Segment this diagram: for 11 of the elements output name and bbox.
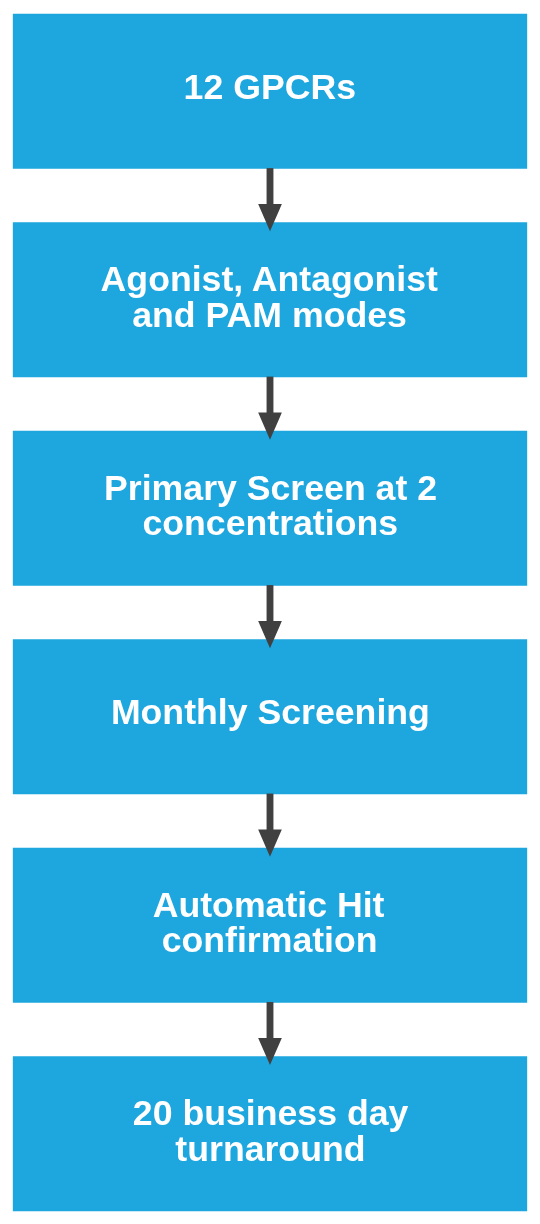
node-box: 20 business day turnaround xyxy=(12,1055,528,1211)
node-box: Monthly Screening xyxy=(12,638,528,794)
arrow xyxy=(258,167,282,231)
node-box: Primary Screen at 2 concentrations xyxy=(12,430,528,586)
arrow xyxy=(258,584,282,648)
node-box: Automatic Hit confirmation xyxy=(12,847,528,1003)
arrow xyxy=(258,1001,282,1065)
arrow xyxy=(258,793,282,857)
node-box: Agonist, Antagonist and PAM modes xyxy=(12,221,528,377)
arrow xyxy=(258,376,282,440)
node-box: 12 GPCRs xyxy=(12,13,528,169)
